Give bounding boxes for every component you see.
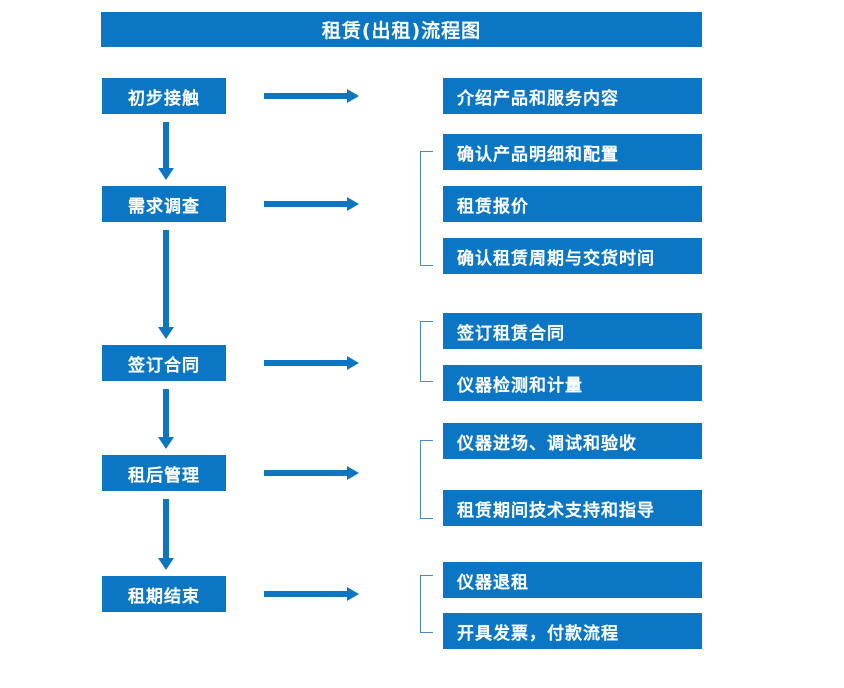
vertical-arrow-3 [157, 389, 175, 451]
horizontal-arrow-3 [264, 354, 359, 372]
stage-box-4[interactable]: 租后管理 [102, 455, 226, 491]
detail-box-1[interactable]: 介绍产品和服务内容 [443, 78, 702, 114]
page-title: 租赁(出租)流程图 [101, 12, 702, 47]
group-bracket-1 [420, 151, 433, 266]
detail-box-9[interactable]: 仪器退租 [443, 562, 702, 598]
horizontal-arrow-4 [264, 464, 359, 482]
detail-box-10[interactable]: 开具发票，付款流程 [443, 613, 702, 649]
detail-box-8[interactable]: 租赁期间技术支持和指导 [443, 490, 702, 526]
detail-box-2[interactable]: 确认产品明细和配置 [443, 134, 702, 170]
vertical-arrow-1 [157, 122, 175, 182]
group-bracket-3 [420, 440, 433, 519]
detail-box-5[interactable]: 签订租赁合同 [443, 313, 702, 349]
stage-box-5[interactable]: 租期结束 [102, 576, 226, 612]
detail-box-4[interactable]: 确认租赁周期与交货时间 [443, 238, 702, 274]
stage-box-3[interactable]: 签订合同 [102, 345, 226, 381]
detail-box-7[interactable]: 仪器进场、调试和验收 [443, 423, 702, 459]
horizontal-arrow-1 [264, 87, 359, 105]
group-bracket-4 [420, 575, 433, 633]
vertical-arrow-2 [157, 230, 175, 341]
stage-box-1[interactable]: 初步接触 [102, 78, 226, 114]
horizontal-arrow-2 [264, 195, 359, 213]
horizontal-arrow-5 [264, 585, 359, 603]
detail-box-3[interactable]: 租赁报价 [443, 186, 702, 222]
vertical-arrow-4 [157, 499, 175, 572]
stage-box-2[interactable]: 需求调查 [102, 186, 226, 222]
detail-box-6[interactable]: 仪器检测和计量 [443, 365, 702, 401]
group-bracket-2 [420, 321, 433, 382]
